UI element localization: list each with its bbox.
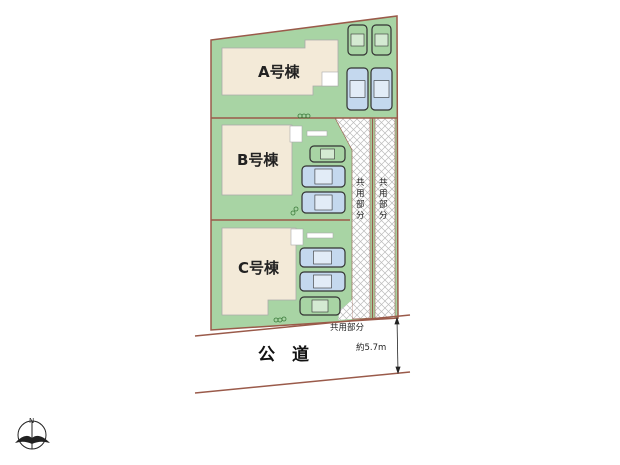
- car-roof: [311, 299, 329, 313]
- car-roof: [374, 33, 389, 47]
- north-label: N: [29, 417, 34, 425]
- building-a-label: A号棟: [258, 63, 301, 81]
- road-label: 公 道: [258, 344, 309, 365]
- shared-area-label: 共用部分: [330, 322, 365, 333]
- shared-corner: [338, 300, 352, 320]
- north-compass-icon: N: [15, 417, 50, 450]
- road-edge-upper: [194, 314, 411, 337]
- shared-area-vertical-char: 用: [356, 189, 365, 199]
- shared-area-vertical-char: 共: [379, 178, 388, 188]
- car-roof: [313, 274, 332, 289]
- car-roof: [373, 80, 390, 98]
- car-roof: [313, 250, 332, 265]
- shared-area-vertical-char: 用: [379, 189, 388, 199]
- shared-area-vertical-char: 分: [356, 211, 365, 221]
- building-b: [221, 124, 293, 196]
- building-c-label: C号棟: [238, 259, 280, 277]
- shared-area-vertical-char: 部: [379, 199, 388, 210]
- shared-area-vertical-char: 分: [379, 211, 388, 221]
- road-width-arrow: [394, 316, 401, 375]
- shared-area-vertical-char: 部: [356, 199, 365, 210]
- shrub-icons: [273, 113, 311, 323]
- shared-area-vertical-char: 共: [356, 178, 365, 188]
- porch-c: [290, 228, 304, 246]
- porch-b: [289, 125, 303, 143]
- road-edge-lower: [194, 371, 411, 394]
- storage-c: [306, 232, 334, 239]
- car-roof: [349, 80, 366, 98]
- parking-cars: [299, 24, 393, 316]
- building-c: [221, 227, 297, 316]
- car-roof: [320, 148, 335, 160]
- car-roof: [314, 194, 333, 211]
- building-b-label: B号棟: [237, 151, 279, 169]
- car-roof: [350, 33, 365, 47]
- porch-a: [321, 71, 339, 87]
- storage-b: [306, 130, 328, 137]
- car-roof: [314, 168, 333, 185]
- road-width-label: 約5.7m: [356, 342, 386, 353]
